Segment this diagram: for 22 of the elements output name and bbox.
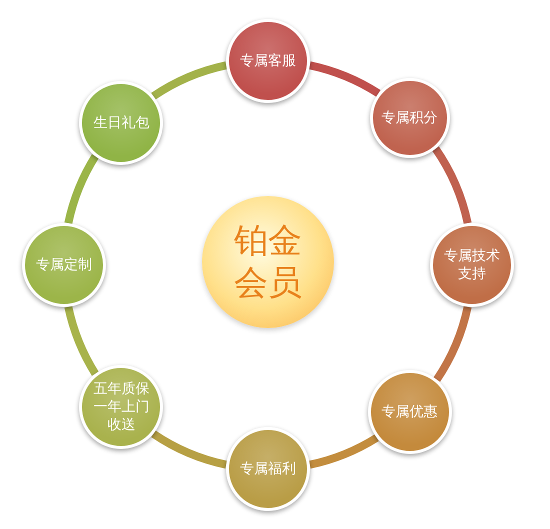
- node-text: 生日礼包: [93, 114, 150, 132]
- ring-connector: [308, 61, 380, 97]
- node-text: 铂金会员: [233, 220, 303, 304]
- circle-node: [226, 19, 310, 103]
- ring-connector: [432, 146, 472, 224]
- ring-connector: [151, 61, 228, 100]
- node-text: 专属优惠: [382, 402, 438, 421]
- node-text: 五年质保: [93, 380, 150, 398]
- circle-node: [226, 427, 310, 511]
- node-text: 一年上门收送: [92, 398, 150, 434]
- circle-node: [430, 223, 514, 307]
- ring-connector: [308, 434, 379, 469]
- node-text: 专属福利: [240, 460, 296, 478]
- node-text: 专属积分: [382, 109, 438, 128]
- node-text: 专属技术支持: [443, 247, 501, 283]
- node-text: 专属定制: [36, 256, 92, 274]
- ring-connector: [151, 430, 228, 469]
- ring-connector: [433, 306, 472, 382]
- circle-node: [22, 223, 106, 307]
- ring-connector: [64, 154, 99, 224]
- ring-connector: [64, 306, 99, 376]
- node-text: 专属客服: [240, 52, 296, 70]
